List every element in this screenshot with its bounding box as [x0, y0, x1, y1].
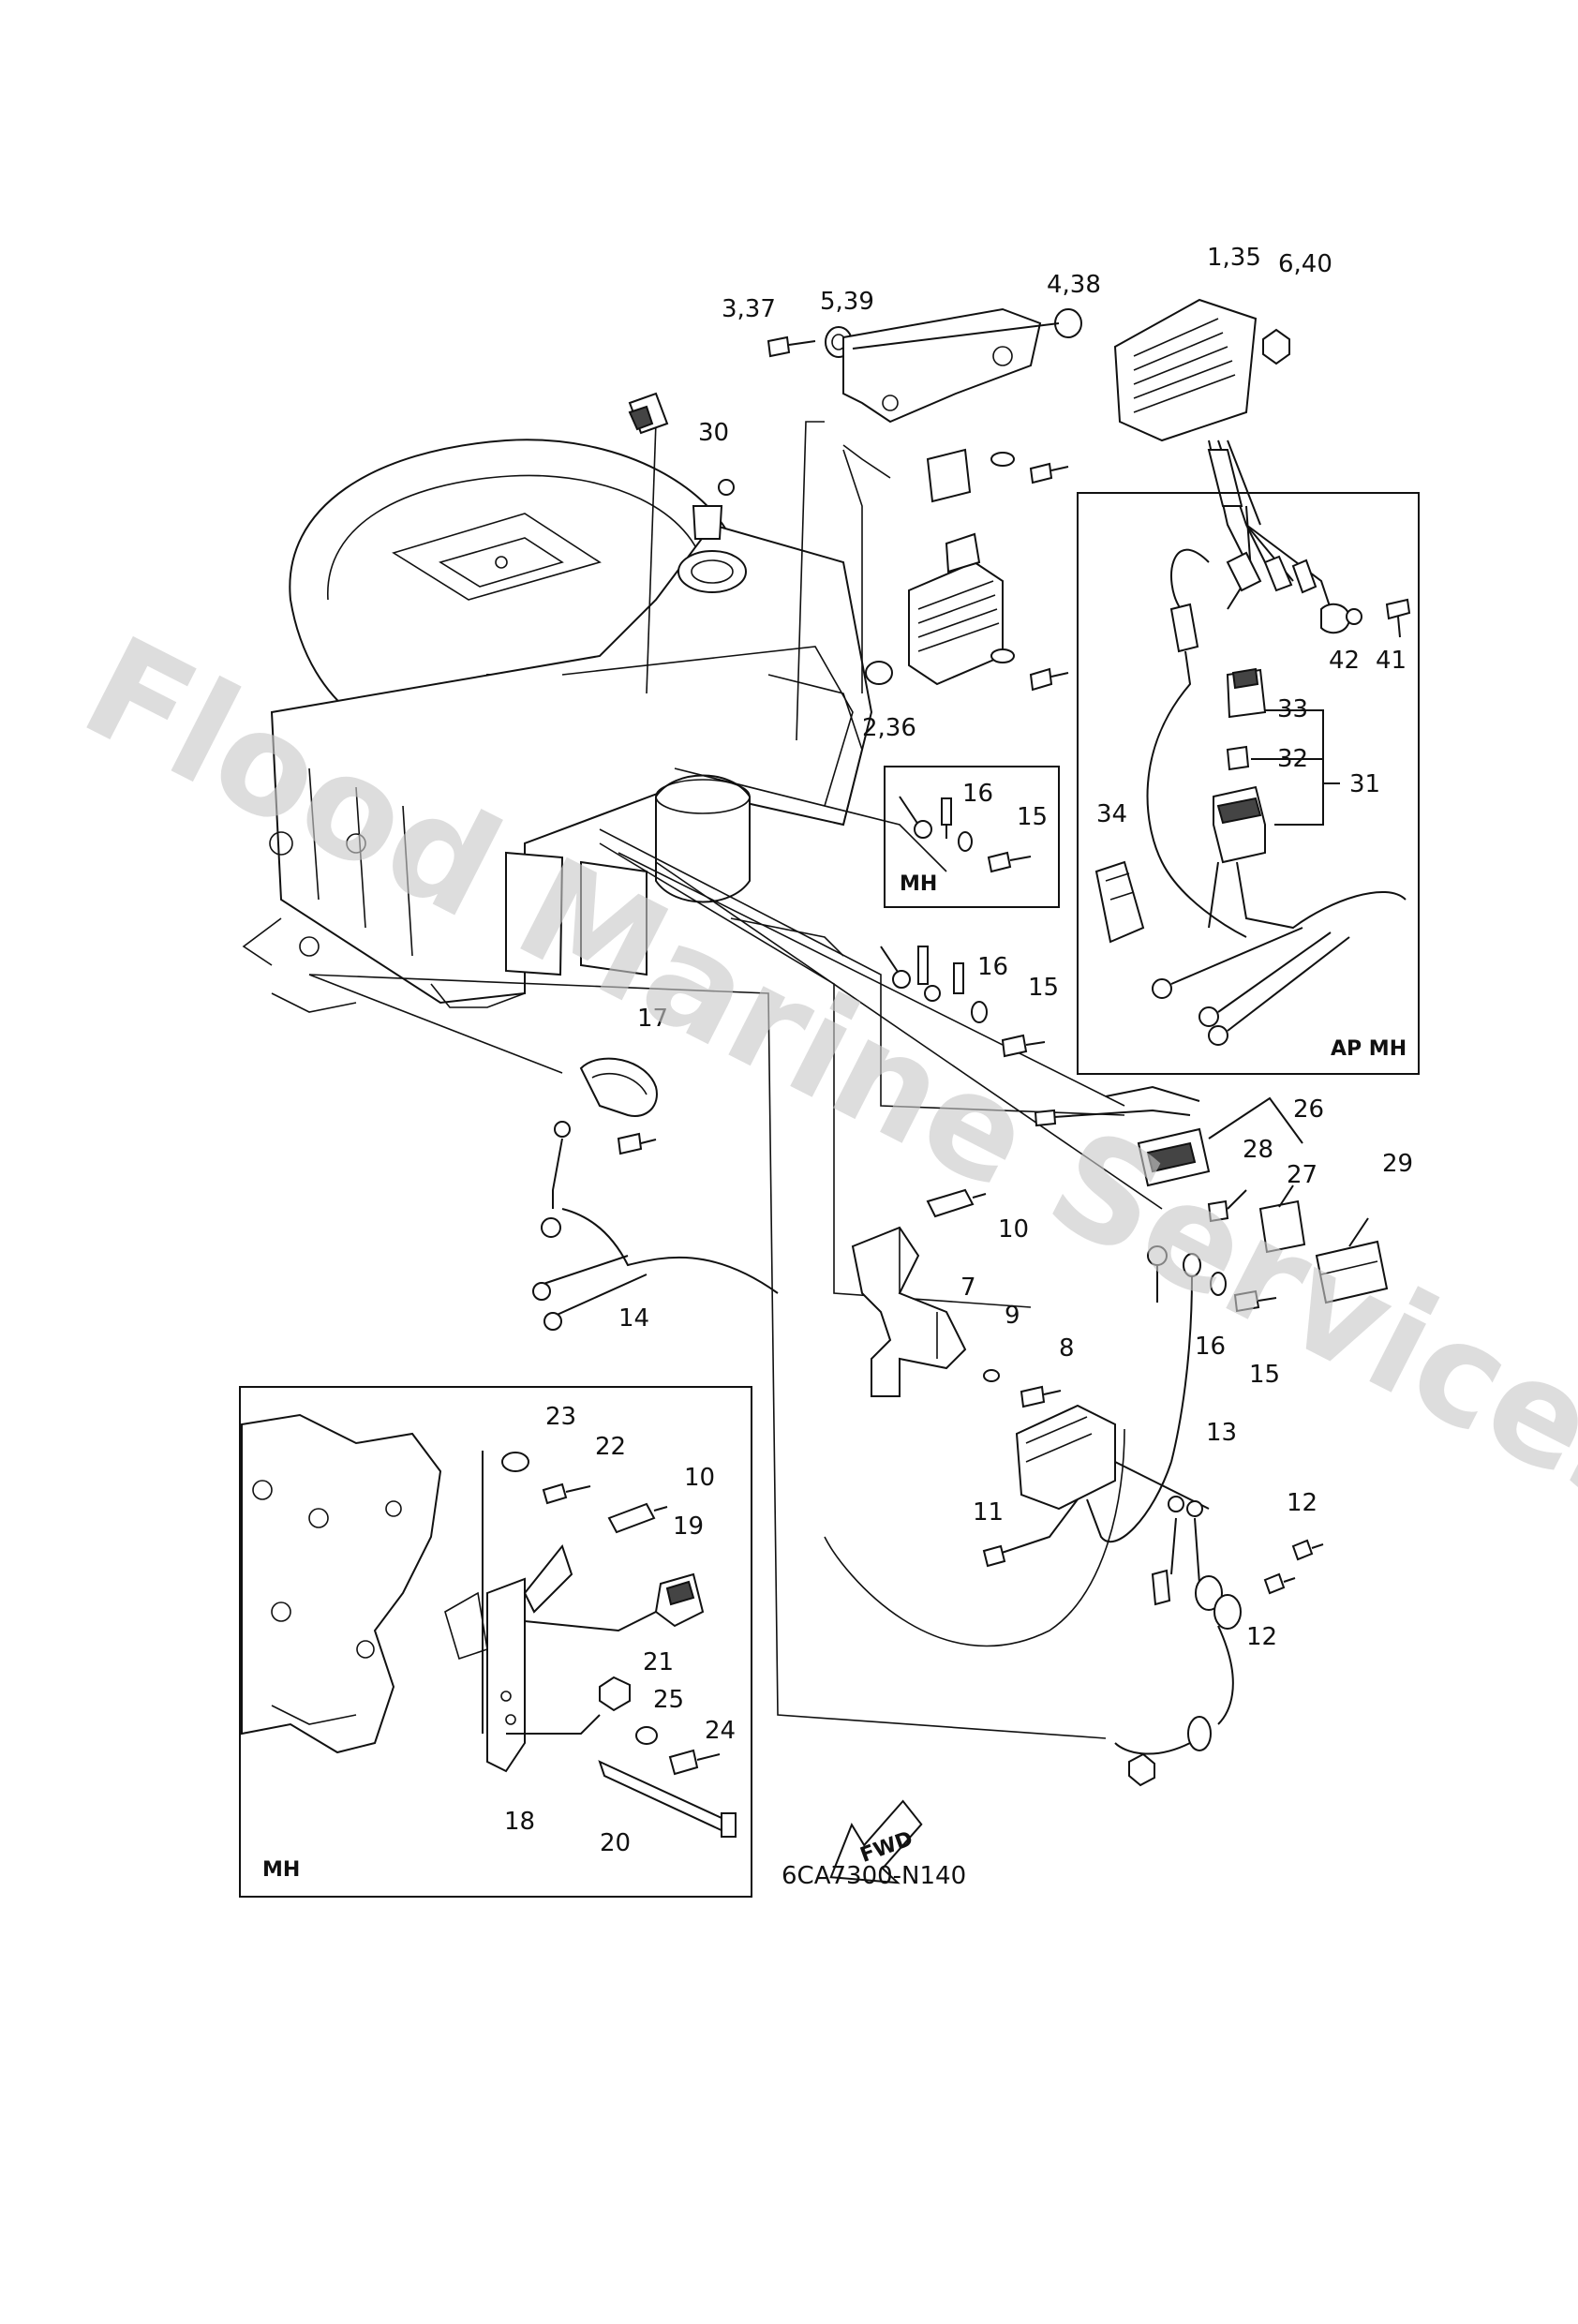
callout-10-b: 10: [684, 1464, 715, 1492]
callout-18: 18: [504, 1808, 535, 1836]
ground-lead-14: [532, 1057, 779, 1331]
callout-8: 8: [1059, 1334, 1075, 1363]
part-30-clip: [628, 392, 669, 435]
callout-28: 28: [1243, 1136, 1273, 1164]
connector-group-26: [1034, 1085, 1389, 1304]
callout-30: 30: [698, 419, 729, 447]
drawing-code: 6CA7300-N140: [782, 1862, 966, 1890]
callout-13: 13: [1206, 1419, 1237, 1447]
mh-large-inset: [239, 1386, 752, 1898]
callout-19: 19: [673, 1512, 704, 1541]
callout-27: 27: [1287, 1161, 1317, 1189]
callout-17: 17: [637, 1005, 668, 1033]
callout-6-40: 6,40: [1278, 250, 1332, 278]
callout-33: 33: [1277, 695, 1308, 723]
callout-labels: 1,35 6,40 4,38 5,39 3,37 30 2,36 16 15 M…: [262, 244, 1413, 1890]
inset-label-mh-small: MH: [900, 872, 937, 896]
callout-7: 7: [960, 1274, 976, 1302]
callout-12-a: 12: [1287, 1489, 1317, 1517]
callout-15-b: 15: [1028, 974, 1059, 1002]
terminal-group-mid: [880, 946, 1046, 1058]
callout-24: 24: [705, 1717, 736, 1745]
callout-34: 34: [1096, 800, 1127, 828]
regulator-assembly: [767, 298, 1290, 692]
mh-small-inset: [884, 766, 1060, 908]
callout-41: 41: [1376, 647, 1407, 675]
callout-32: 32: [1277, 745, 1308, 773]
callout-9: 9: [1005, 1302, 1020, 1330]
engine-assembly: [242, 439, 873, 1013]
callout-10-a: 10: [998, 1215, 1029, 1244]
callout-12-b: 12: [1246, 1623, 1277, 1651]
cdi-unit-11: [824, 1404, 1324, 1787]
callout-16-c: 16: [1195, 1333, 1226, 1361]
callout-4-38: 4,38: [1047, 271, 1101, 299]
callout-21: 21: [643, 1648, 674, 1676]
callout-31: 31: [1349, 770, 1380, 798]
callout-2-36: 2,36: [862, 714, 916, 742]
callout-11: 11: [973, 1498, 1004, 1527]
callout-16-a: 16: [962, 780, 993, 808]
callout-42: 42: [1329, 647, 1360, 675]
callout-23: 23: [545, 1403, 576, 1431]
callout-14: 14: [618, 1304, 649, 1333]
bracket-7: [851, 1188, 1062, 1408]
callout-26: 26: [1293, 1095, 1324, 1124]
callout-15-a: 15: [1017, 803, 1048, 831]
callout-1-35: 1,35: [1207, 244, 1261, 272]
fwd-arrow: [829, 1799, 923, 1885]
leader-lines: [308, 421, 1163, 1739]
callout-3-37: 3,37: [722, 295, 776, 323]
callout-25: 25: [653, 1686, 684, 1714]
callout-16-b: 16: [977, 953, 1008, 981]
callout-29: 29: [1382, 1150, 1413, 1178]
ap-mh-inset: [1077, 492, 1420, 1075]
inset-label-mh-large: MH: [262, 1858, 300, 1882]
callout-20: 20: [600, 1829, 631, 1857]
callout-15-c: 15: [1249, 1361, 1280, 1389]
callout-22: 22: [595, 1433, 626, 1461]
inset-label-ap-mh: AP MH: [1331, 1037, 1407, 1061]
callout-5-39: 5,39: [820, 288, 874, 316]
terminal-group-right: [1147, 1245, 1277, 1463]
